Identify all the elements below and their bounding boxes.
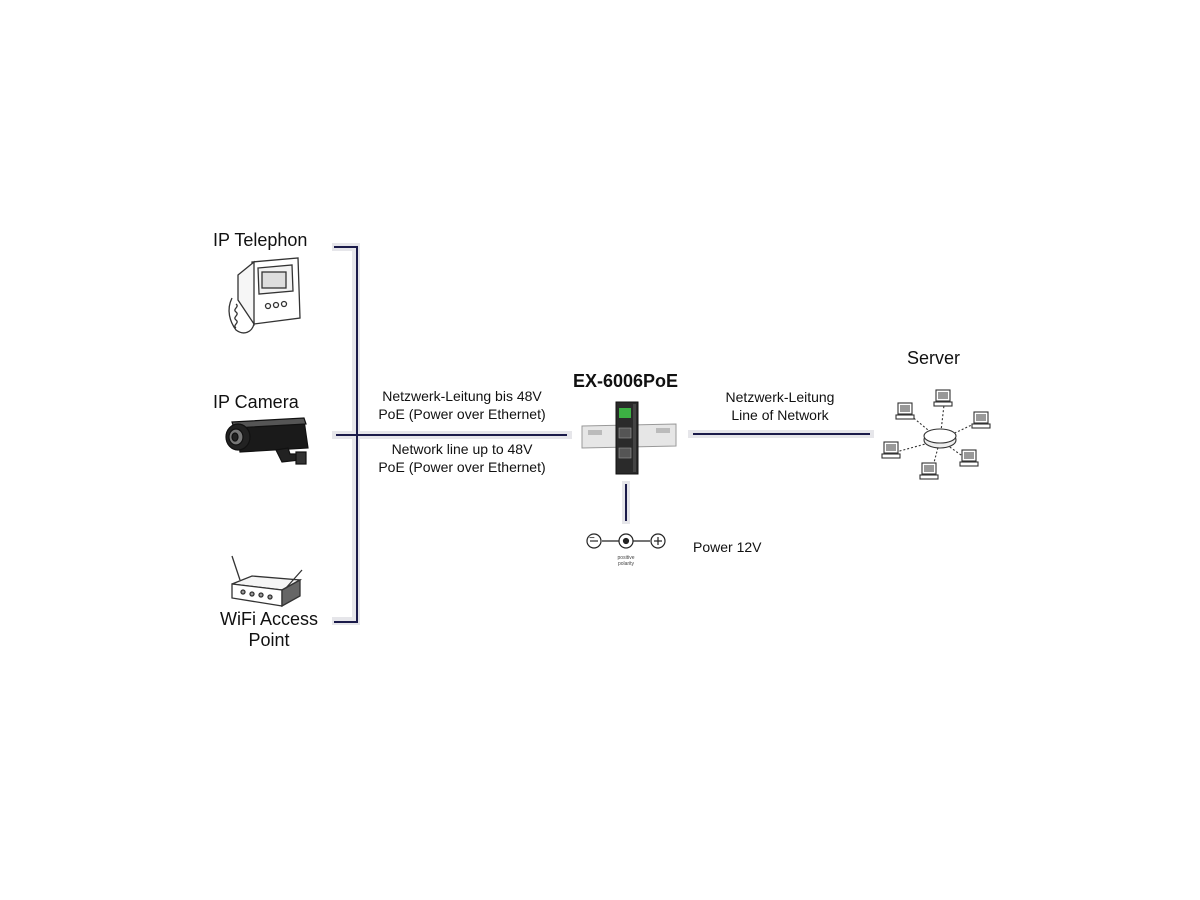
network-star-icon xyxy=(881,389,991,480)
ip-camera-label: IP Camera xyxy=(213,392,299,412)
net-en-line: Line of Network xyxy=(731,407,829,423)
switch-model-label: EX-6006PoE xyxy=(573,371,679,391)
wifi-router-icon xyxy=(231,555,303,608)
din-rail-switch-icon xyxy=(581,401,677,475)
poe-label-english: Network line up to 48V PoE (Power over E… xyxy=(362,440,562,476)
wifi-access-point-label: WiFi Access Point xyxy=(220,609,318,651)
poe-en-line2: PoE (Power over Ethernet) xyxy=(378,459,546,475)
poe-de-line2: PoE (Power over Ethernet) xyxy=(378,406,546,422)
ip-telephone-icon xyxy=(228,257,301,334)
ip-camera-icon xyxy=(225,417,309,465)
dc-polarity-icon xyxy=(586,533,666,549)
polarity-caption: positive polarity xyxy=(606,555,646,567)
poe-label-german: Netzwerk-Leitung bis 48V PoE (Power over… xyxy=(362,387,562,423)
power-label: Power 12V xyxy=(693,539,762,555)
polarity-line2: polarity xyxy=(617,561,635,567)
wifi-label-line2: Point xyxy=(248,630,290,650)
polarity-line1: positive xyxy=(617,555,635,561)
poe-de-line1: Netzwerk-Leitung bis 48V xyxy=(382,388,542,404)
poe-en-line1: Network line up to 48V xyxy=(391,441,533,457)
network-line-label: Netzwerk-Leitung Line of Network xyxy=(700,388,860,424)
minus-symbol: − xyxy=(589,533,595,544)
wifi-label-line1: WiFi Access xyxy=(220,609,319,629)
ip-telephone-label: IP Telephon xyxy=(213,230,308,250)
net-de-line: Netzwerk-Leitung xyxy=(725,389,835,405)
server-label: Server xyxy=(907,348,961,368)
